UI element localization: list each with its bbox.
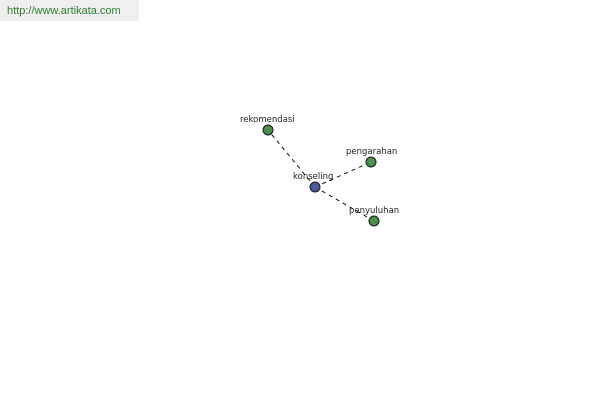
source-link[interactable]: http://www.artikata.com	[7, 5, 121, 17]
node-penyuluhan[interactable]	[368, 215, 380, 227]
label-penyuluhan: penyuluhan	[349, 206, 399, 216]
node-pengarahan[interactable]	[365, 156, 377, 168]
node-rekomendasi[interactable]	[262, 124, 274, 136]
label-rekomendasi: rekomendasi	[240, 115, 295, 125]
edge-konseling-pengarahan	[314, 161, 372, 188]
edge-konseling-penyuluhan	[314, 186, 375, 222]
label-konseling: konseling	[293, 172, 333, 182]
node-konseling[interactable]	[309, 181, 321, 193]
label-pengarahan: pengarahan	[346, 147, 397, 157]
source-banner: http://www.artikata.com	[0, 0, 139, 21]
